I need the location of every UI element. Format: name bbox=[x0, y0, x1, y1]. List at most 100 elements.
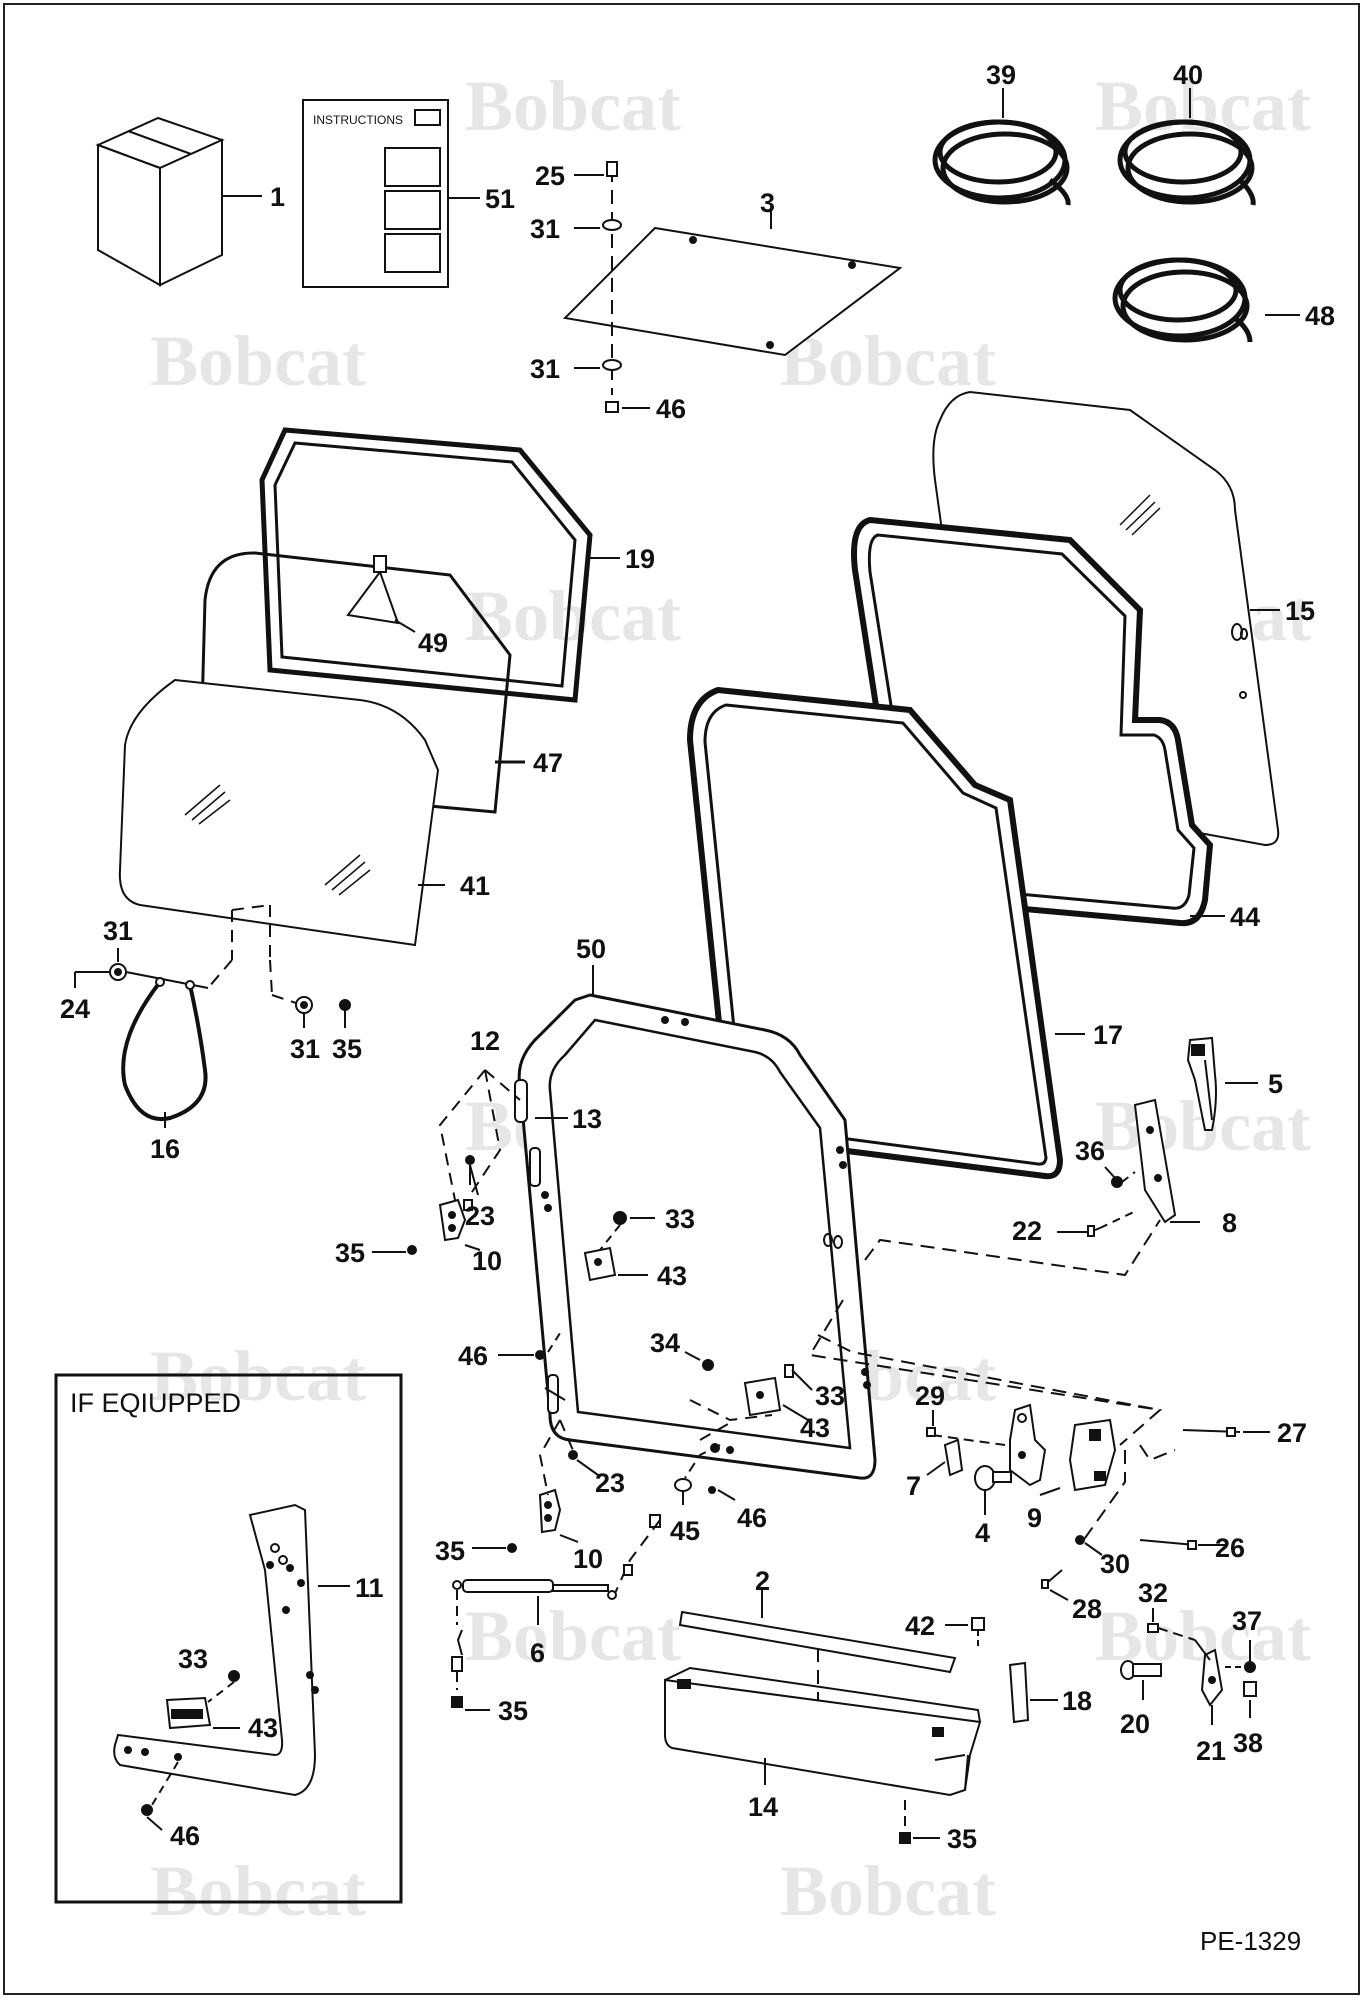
dashed-guide bbox=[1139, 1444, 1176, 1462]
callout-16: 16 bbox=[150, 1134, 180, 1164]
callout-40: 40 bbox=[1173, 60, 1203, 90]
part-7-pad bbox=[926, 1438, 964, 1477]
callout-10: 10 bbox=[573, 1544, 603, 1574]
callout-6: 6 bbox=[530, 1638, 545, 1668]
inset-title: IF EQIUPPED bbox=[70, 1388, 241, 1418]
callout-10: 10 bbox=[472, 1246, 502, 1276]
callout-23: 23 bbox=[595, 1468, 625, 1498]
part-14-cover bbox=[664, 1648, 982, 1844]
callout-9: 9 bbox=[1027, 1503, 1042, 1533]
callout-35: 35 bbox=[332, 1034, 362, 1064]
callout-25: 25 bbox=[535, 161, 565, 191]
callout-32: 32 bbox=[1138, 1578, 1168, 1608]
callout-46: 46 bbox=[458, 1341, 488, 1371]
callout-22: 22 bbox=[1012, 1216, 1042, 1246]
watermark: Bobcat bbox=[465, 66, 681, 146]
part-29-screw bbox=[926, 1410, 936, 1437]
part-6-gas-strut bbox=[451, 1579, 617, 1711]
callout-11: 11 bbox=[355, 1573, 384, 1603]
callout-28: 28 bbox=[1072, 1594, 1102, 1624]
part-50-door-frame bbox=[514, 965, 877, 1480]
part-1-box bbox=[95, 116, 262, 287]
callout-19: 19 bbox=[625, 544, 655, 574]
callout-46: 46 bbox=[656, 394, 686, 424]
callout-29: 29 bbox=[915, 1381, 945, 1411]
part-40-seal-coil bbox=[1117, 88, 1256, 206]
callout-4: 4 bbox=[975, 1518, 990, 1548]
callout-45: 45 bbox=[670, 1516, 700, 1546]
callout-21: 21 bbox=[1196, 1736, 1226, 1766]
part-43-bracket-lower bbox=[611, 1351, 813, 1601]
part-16-lanyard bbox=[74, 904, 351, 1128]
callout-36: 36 bbox=[1075, 1136, 1105, 1166]
part-8-plate bbox=[1133, 1098, 1200, 1224]
part-20-lock-cylinder bbox=[1120, 1660, 1162, 1700]
callout-35: 35 bbox=[498, 1696, 528, 1726]
callout-33: 33 bbox=[665, 1204, 695, 1234]
dashed-guide bbox=[808, 1299, 1163, 1446]
part-30-nut bbox=[1075, 1535, 1103, 1556]
callout-50: 50 bbox=[576, 934, 606, 964]
diagram-frame bbox=[3, 3, 1360, 1995]
instructions-heading: INSTRUCTIONS bbox=[313, 113, 403, 127]
callout-39: 39 bbox=[986, 60, 1016, 90]
callout-15: 15 bbox=[1285, 596, 1315, 626]
watermark: Bobcat bbox=[780, 1851, 996, 1931]
callout-18: 18 bbox=[1062, 1686, 1092, 1716]
callout-24: 24 bbox=[60, 994, 90, 1024]
callout-2: 2 bbox=[755, 1566, 770, 1596]
part-21-cam bbox=[1200, 1648, 1224, 1725]
part-32-screw bbox=[1147, 1608, 1211, 1661]
callout-41: 41 bbox=[460, 871, 490, 901]
part-27-pin bbox=[1182, 1427, 1270, 1437]
callout-8: 8 bbox=[1222, 1208, 1237, 1238]
part-47-wire-seal bbox=[198, 551, 525, 814]
callout-38: 38 bbox=[1233, 1728, 1263, 1758]
watermark: Bobcat bbox=[465, 1596, 681, 1676]
callout-47: 47 bbox=[533, 748, 563, 778]
callout-43: 43 bbox=[248, 1713, 278, 1743]
callout-7: 7 bbox=[906, 1471, 921, 1501]
callout-30: 30 bbox=[1100, 1549, 1130, 1579]
part-48-seal-coil bbox=[1112, 257, 1300, 343]
callout-46: 46 bbox=[170, 1821, 200, 1851]
part-9-bracket bbox=[1039, 1418, 1117, 1496]
callout-23: 23 bbox=[465, 1201, 495, 1231]
inset-panel bbox=[54, 1373, 403, 1904]
part-2-strip bbox=[678, 1590, 957, 1674]
callout-35: 35 bbox=[435, 1536, 465, 1566]
part-36-nut bbox=[1104, 1166, 1136, 1188]
dashed-guide bbox=[1079, 1450, 1126, 1546]
callout-13: 13 bbox=[572, 1104, 602, 1134]
callout-14: 14 bbox=[748, 1792, 778, 1822]
part-5-latch-handle bbox=[1186, 1036, 1258, 1131]
part-51-instructions bbox=[302, 99, 480, 288]
part-22-bolt bbox=[1057, 1209, 1139, 1237]
callout-37: 37 bbox=[1232, 1606, 1262, 1636]
part-10-hinge-upper bbox=[372, 1069, 521, 1255]
callout-49: 49 bbox=[418, 628, 448, 658]
callout-31: 31 bbox=[290, 1034, 320, 1064]
callout-44: 44 bbox=[1230, 902, 1260, 932]
callout-42: 42 bbox=[905, 1611, 935, 1641]
callout-labels: 1 51 25 31 3 31 46 39 40 48 19 49 47 41 … bbox=[60, 60, 1335, 1854]
part-43-bracket-upper bbox=[498, 1211, 655, 1360]
dashed-guide bbox=[817, 1334, 1161, 1411]
callout-34: 34 bbox=[650, 1328, 680, 1358]
part-28-screw bbox=[1041, 1569, 1069, 1601]
callout-35: 35 bbox=[947, 1824, 977, 1854]
callout-48: 48 bbox=[1305, 301, 1335, 331]
callout-26: 26 bbox=[1215, 1533, 1245, 1563]
callout-46: 46 bbox=[737, 1503, 767, 1533]
part-42-screw bbox=[945, 1617, 985, 1650]
part-26-pin bbox=[1139, 1539, 1225, 1550]
part-4-latch bbox=[931, 1403, 1047, 1515]
callout-12: 12 bbox=[470, 1026, 500, 1056]
part-41-top-glass bbox=[118, 678, 445, 947]
callout-5: 5 bbox=[1268, 1069, 1283, 1099]
callout-43: 43 bbox=[657, 1261, 687, 1291]
part-10-hinge-lower bbox=[472, 1387, 599, 1553]
dashed-guide bbox=[864, 1219, 1161, 1277]
part-3-plate bbox=[562, 161, 903, 413]
